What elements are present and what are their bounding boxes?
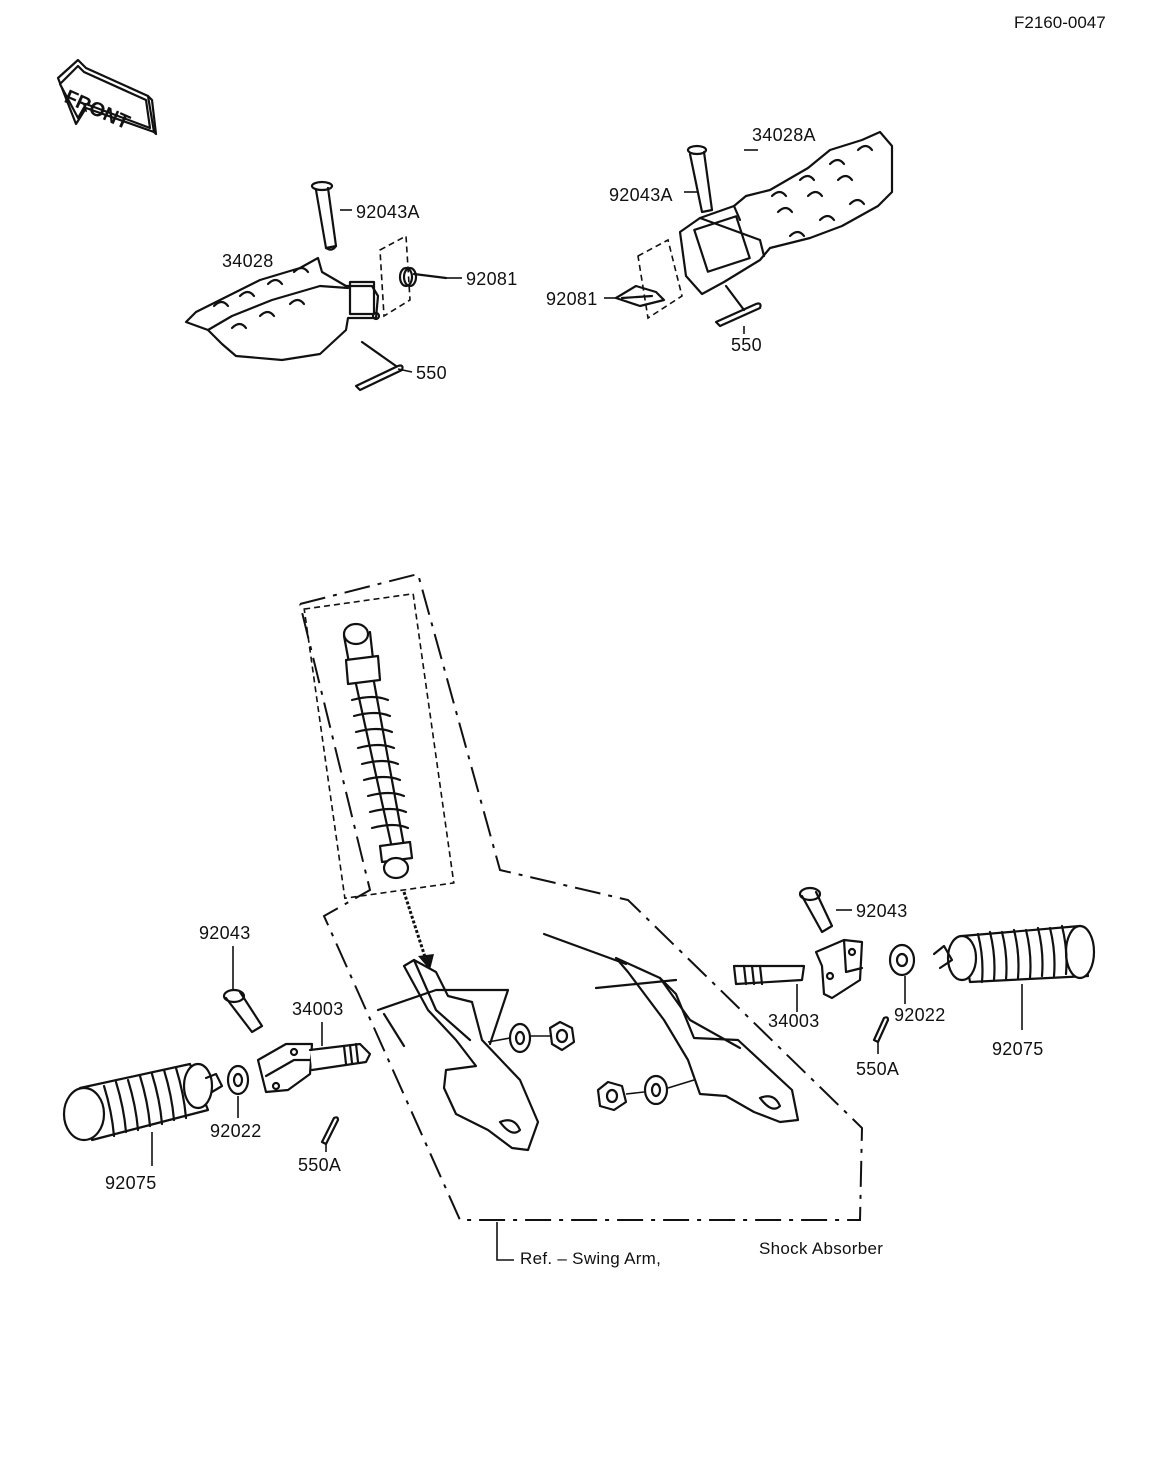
right-rubber-92075	[932, 924, 1096, 984]
left-bracket-34003	[256, 1042, 372, 1094]
callout-right-washer: 92022	[894, 1005, 946, 1025]
right-spring-92081	[614, 284, 666, 308]
callout-left-rubber: 92075	[105, 1173, 157, 1193]
right-pin-92043A	[686, 144, 714, 214]
shock-arrow-shaft	[402, 891, 428, 961]
callout-left-cotter-lower: 550A	[298, 1155, 342, 1175]
left-rubber-92075	[62, 1062, 224, 1142]
callout-left-footpeg: 34028	[222, 251, 274, 271]
left-pin-92043	[222, 988, 264, 1034]
left-cotter-550	[354, 340, 404, 392]
callout-left-pin-lower: 92043	[199, 923, 251, 943]
callout-right-bracket: 34003	[768, 1011, 820, 1031]
left-cotter-550A	[320, 1116, 340, 1146]
right-spring-dash-box	[637, 238, 683, 320]
callout-left-spring: 92081	[466, 269, 518, 289]
callout-right-rubber: 92075	[992, 1039, 1044, 1059]
right-pin-92043	[798, 886, 834, 934]
right-cotter-550	[714, 284, 762, 328]
callout-left-bracket: 34003	[292, 999, 344, 1019]
figure-code: F2160-0047	[1014, 13, 1106, 32]
callout-left-washer: 92022	[210, 1121, 262, 1141]
left-footpeg-34028	[184, 256, 381, 362]
left-washer-92022	[226, 1064, 250, 1096]
left-spring-92081	[398, 266, 448, 288]
front-arrow-icon	[56, 58, 158, 136]
right-swing-arm-bracket	[542, 932, 800, 1124]
right-washer-92022	[888, 943, 916, 977]
left-spring-dash-box	[379, 234, 411, 318]
reference-label: Ref. – Swing Arm,	[520, 1249, 662, 1268]
reference-leader	[496, 1222, 514, 1261]
callout-right-pin: 92043A	[609, 185, 673, 205]
callout-right-cotter: 550	[731, 335, 762, 355]
callout-right-cotter-lower: 550A	[856, 1059, 900, 1079]
right-footpeg-34028A	[678, 130, 894, 296]
washer-left-center	[508, 1022, 532, 1054]
shock-arrow-head-icon	[418, 954, 434, 970]
callout-right-footpeg: 34028A	[752, 125, 816, 145]
nut-left-center	[548, 1020, 576, 1052]
right-bracket-34003	[732, 938, 864, 1000]
right-cotter-550A	[872, 1016, 890, 1044]
shock-absorber-box	[303, 592, 455, 900]
reference-outline	[299, 572, 864, 1221]
nut-right-center	[596, 1080, 628, 1112]
shock-absorber-icon	[342, 622, 414, 880]
callout-right-pin-lower: 92043	[856, 901, 908, 921]
callout-right-spring: 92081	[546, 289, 598, 309]
shock-absorber-label: Shock Absorber	[759, 1239, 884, 1258]
callout-left-cotter: 550	[416, 363, 447, 383]
callout-left-pin: 92043A	[356, 202, 420, 222]
washer-right-center	[643, 1074, 669, 1106]
left-swing-arm-bracket	[376, 958, 540, 1152]
left-pin-92043A	[310, 180, 338, 251]
